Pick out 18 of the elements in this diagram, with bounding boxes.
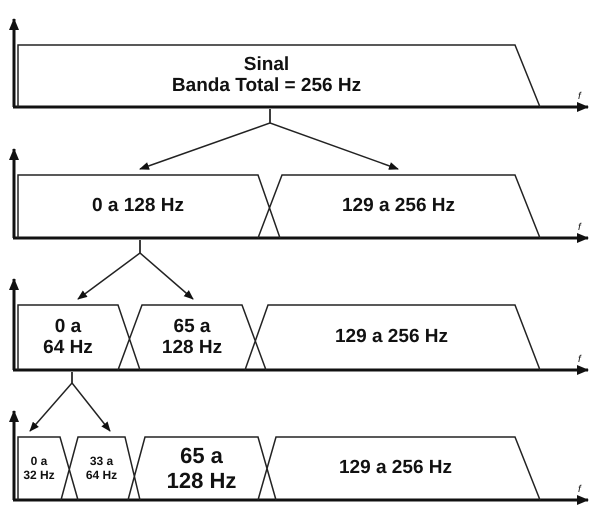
arrow — [139, 240, 194, 300]
band-label: 65 a 128 Hz — [166, 444, 238, 493]
axis-label: f — [578, 222, 581, 233]
axis-label: f — [578, 484, 581, 495]
band-label: 0 a 32 Hz — [22, 455, 56, 482]
axis-label: f — [578, 91, 581, 102]
band-label: 65 a 128 Hz — [160, 316, 224, 358]
band-label: 129 a 256 Hz — [338, 458, 452, 479]
axis-label: f — [578, 354, 581, 365]
band-label: Banda Total = 256 Hz — [172, 76, 362, 97]
arrow — [269, 109, 399, 170]
band-label: 129 a 256 Hz — [342, 196, 456, 217]
band-label: 33 a 64 Hz — [84, 455, 118, 482]
band-label: 129 a 256 Hz — [334, 327, 448, 348]
band-label: Sinal — [244, 55, 290, 76]
band-label: 0 a 64 Hz — [42, 316, 94, 358]
band-label: 0 a 128 Hz — [92, 196, 184, 217]
arrow — [71, 372, 111, 432]
